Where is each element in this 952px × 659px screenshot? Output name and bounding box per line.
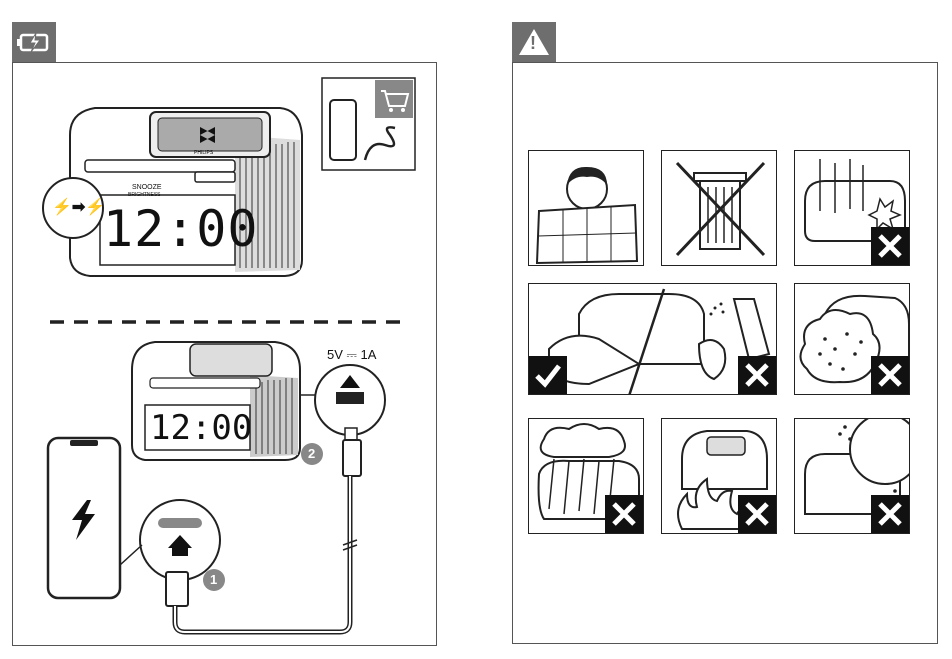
step-2-number: 2	[308, 446, 316, 461]
reading-person-icon	[535, 166, 639, 265]
prohibited-badge	[738, 356, 776, 394]
fire-icon	[677, 430, 768, 530]
prohibited-badge	[871, 227, 909, 265]
no-fire-cell	[661, 418, 777, 534]
step-1-number: 1	[210, 572, 218, 587]
package-contents-box	[321, 77, 416, 171]
bottom-clock-radio	[131, 341, 301, 461]
usb-a-plug	[342, 439, 362, 477]
usb-cable-icon	[363, 126, 396, 161]
charge-symbol: ⚡➡⚡	[52, 199, 106, 216]
brightness-label: BRIGHTNESS	[128, 192, 161, 198]
clock-top-time: 12:00	[103, 200, 259, 258]
top-clock-radio	[69, 107, 303, 277]
cleaning-illustration	[548, 288, 771, 394]
safety-panel	[512, 62, 938, 644]
charge-symbol-bubble	[42, 177, 104, 239]
cross-icon	[878, 502, 902, 526]
phone-icon	[329, 99, 357, 161]
no-magnet-cell	[794, 418, 910, 534]
cleaning-cell	[528, 283, 777, 395]
cross-icon	[878, 234, 902, 258]
crossed-bin-icon	[675, 161, 766, 257]
dust-cloud-icon	[799, 294, 909, 384]
checkmark-icon	[535, 364, 561, 388]
cross-icon	[745, 363, 769, 387]
warning-tab: !	[512, 22, 556, 62]
warning-triangle-icon	[519, 29, 549, 55]
battery-charging-icon	[17, 32, 49, 53]
battery-charging-tab	[12, 22, 56, 62]
snooze-label: SNOOZE	[132, 184, 162, 191]
step-2-marker	[301, 443, 323, 465]
usb-c-plug	[165, 571, 189, 607]
no-dust-cell	[794, 283, 910, 395]
warning-exclamation: !	[530, 33, 536, 53]
no-trash-cell	[661, 150, 777, 266]
step-1-marker	[203, 569, 225, 591]
cross-icon	[745, 502, 769, 526]
no-rain-cell	[528, 418, 644, 534]
cross-icon	[612, 502, 636, 526]
no-drip-cell	[794, 150, 910, 266]
prohibited-badge	[871, 356, 909, 394]
clock-brand-label: PHILIPS	[194, 150, 214, 156]
charging-panel	[12, 62, 437, 646]
clock-bottom-time: 12:00	[150, 408, 253, 448]
prohibited-badge	[871, 495, 909, 533]
prohibited-badge	[738, 495, 776, 533]
read-manual-cell	[528, 150, 644, 266]
power-spec-label: 5V ⎓ 1A	[327, 347, 377, 362]
cross-icon	[878, 363, 902, 387]
allowed-badge	[529, 356, 567, 394]
prohibited-badge	[605, 495, 643, 533]
charging-bolt-icon	[72, 500, 95, 540]
